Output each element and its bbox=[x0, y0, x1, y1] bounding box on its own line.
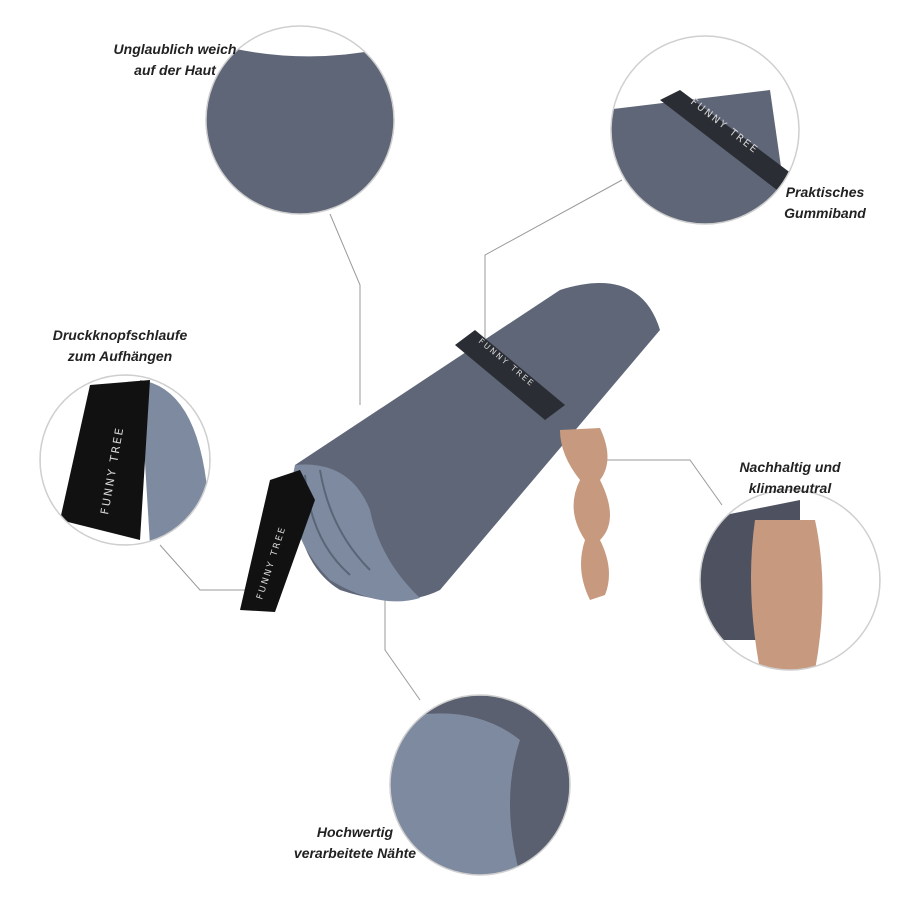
callout-loop-line2: zum Aufhängen bbox=[67, 348, 173, 364]
elastic-band bbox=[455, 330, 565, 420]
callout-eco-line2: klimaneutral bbox=[748, 480, 832, 496]
connector-band bbox=[484, 179, 623, 340]
connector-seams bbox=[384, 595, 421, 701]
callout-loop-line1: Druckknopfschlaufe bbox=[52, 327, 188, 343]
callout-loop: Druckknopfschlaufe zum Aufhängen bbox=[40, 325, 200, 367]
connector-soft bbox=[329, 213, 361, 405]
callout-soft-line1: Unglaublich weich bbox=[113, 41, 237, 57]
detail-snap-loop: FUNNY TREE bbox=[40, 375, 210, 545]
zoom-circles: FUNNY TREE FUNNY TREE bbox=[39, 25, 881, 876]
detail-elastic-band: FUNNY TREE bbox=[611, 36, 799, 224]
connector-loop bbox=[159, 544, 248, 591]
callout-seams: Hochwertig verarbeitete Nähte bbox=[265, 822, 445, 864]
connector-lines bbox=[159, 179, 723, 701]
callout-seams-line1: Hochwertig bbox=[316, 824, 394, 840]
callout-eco-line1: Nachhaltig und bbox=[739, 459, 841, 475]
detail-hang-tag bbox=[700, 490, 880, 670]
connector-eco bbox=[600, 459, 723, 506]
callout-soft: Unglaublich weich auf der Haut bbox=[100, 39, 250, 81]
callout-band-line1: Praktisches bbox=[785, 184, 865, 200]
rolled-towel: FUNNY TREE FUNNY TREE bbox=[240, 283, 660, 612]
callout-band: Praktisches Gummiband bbox=[770, 182, 880, 224]
callout-soft-line2: auf der Haut bbox=[134, 62, 216, 78]
hang-tag bbox=[560, 428, 610, 600]
callout-band-line2: Gummiband bbox=[784, 205, 866, 221]
snap-loop bbox=[240, 470, 315, 612]
detail-seams bbox=[390, 695, 570, 875]
callout-seams-line2: verarbeitete Nähte bbox=[293, 845, 417, 861]
callout-eco: Nachhaltig und klimaneutral bbox=[715, 457, 865, 499]
